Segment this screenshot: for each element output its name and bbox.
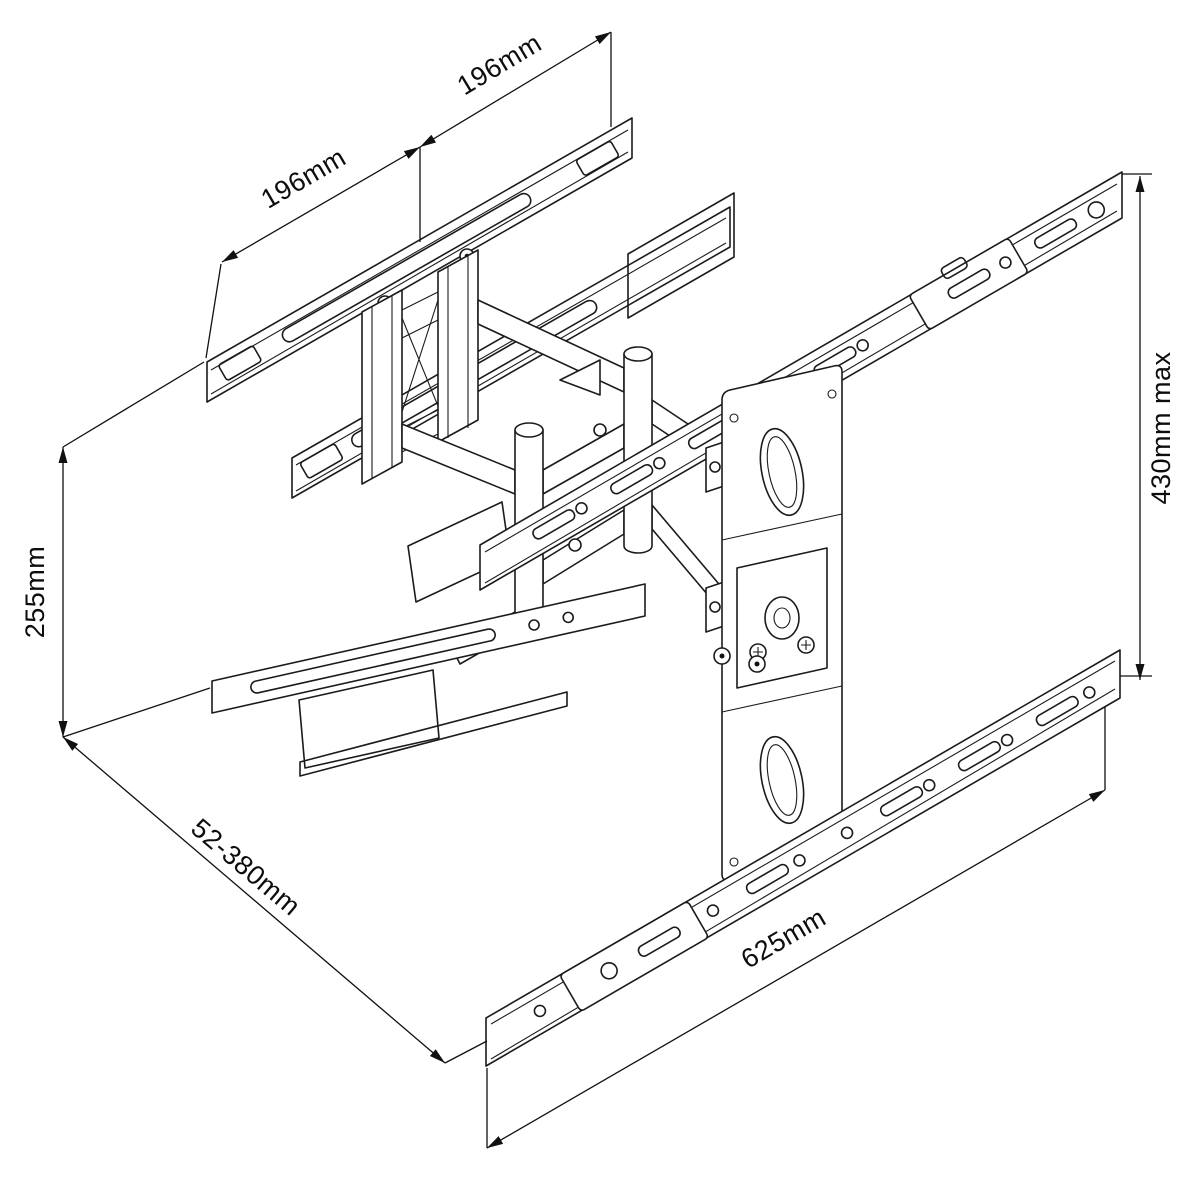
tv-rail-bottom	[485, 649, 1121, 1067]
front-lower-bracket	[211, 583, 646, 777]
mesh-pad-lower	[298, 669, 440, 769]
dim-right-430: 430mm max	[1120, 173, 1176, 680]
dim-label-196-right: 196mm	[452, 28, 547, 101]
wall-plate-column	[705, 364, 843, 882]
dim-label-196-left: 196mm	[256, 142, 351, 214]
dim-depth-52-380: 52-380mm	[62, 736, 488, 1064]
plate-screws	[713, 647, 766, 673]
dim-left-255: 255mm	[20, 361, 211, 738]
dim-label-52-380: 52-380mm	[185, 813, 306, 922]
vesa-adapter-frame	[361, 249, 479, 485]
mesh-pad-upper	[627, 192, 735, 319]
dim-label-255: 255mm	[20, 546, 50, 639]
dim-label-430-max: 430mm max	[1146, 351, 1176, 504]
